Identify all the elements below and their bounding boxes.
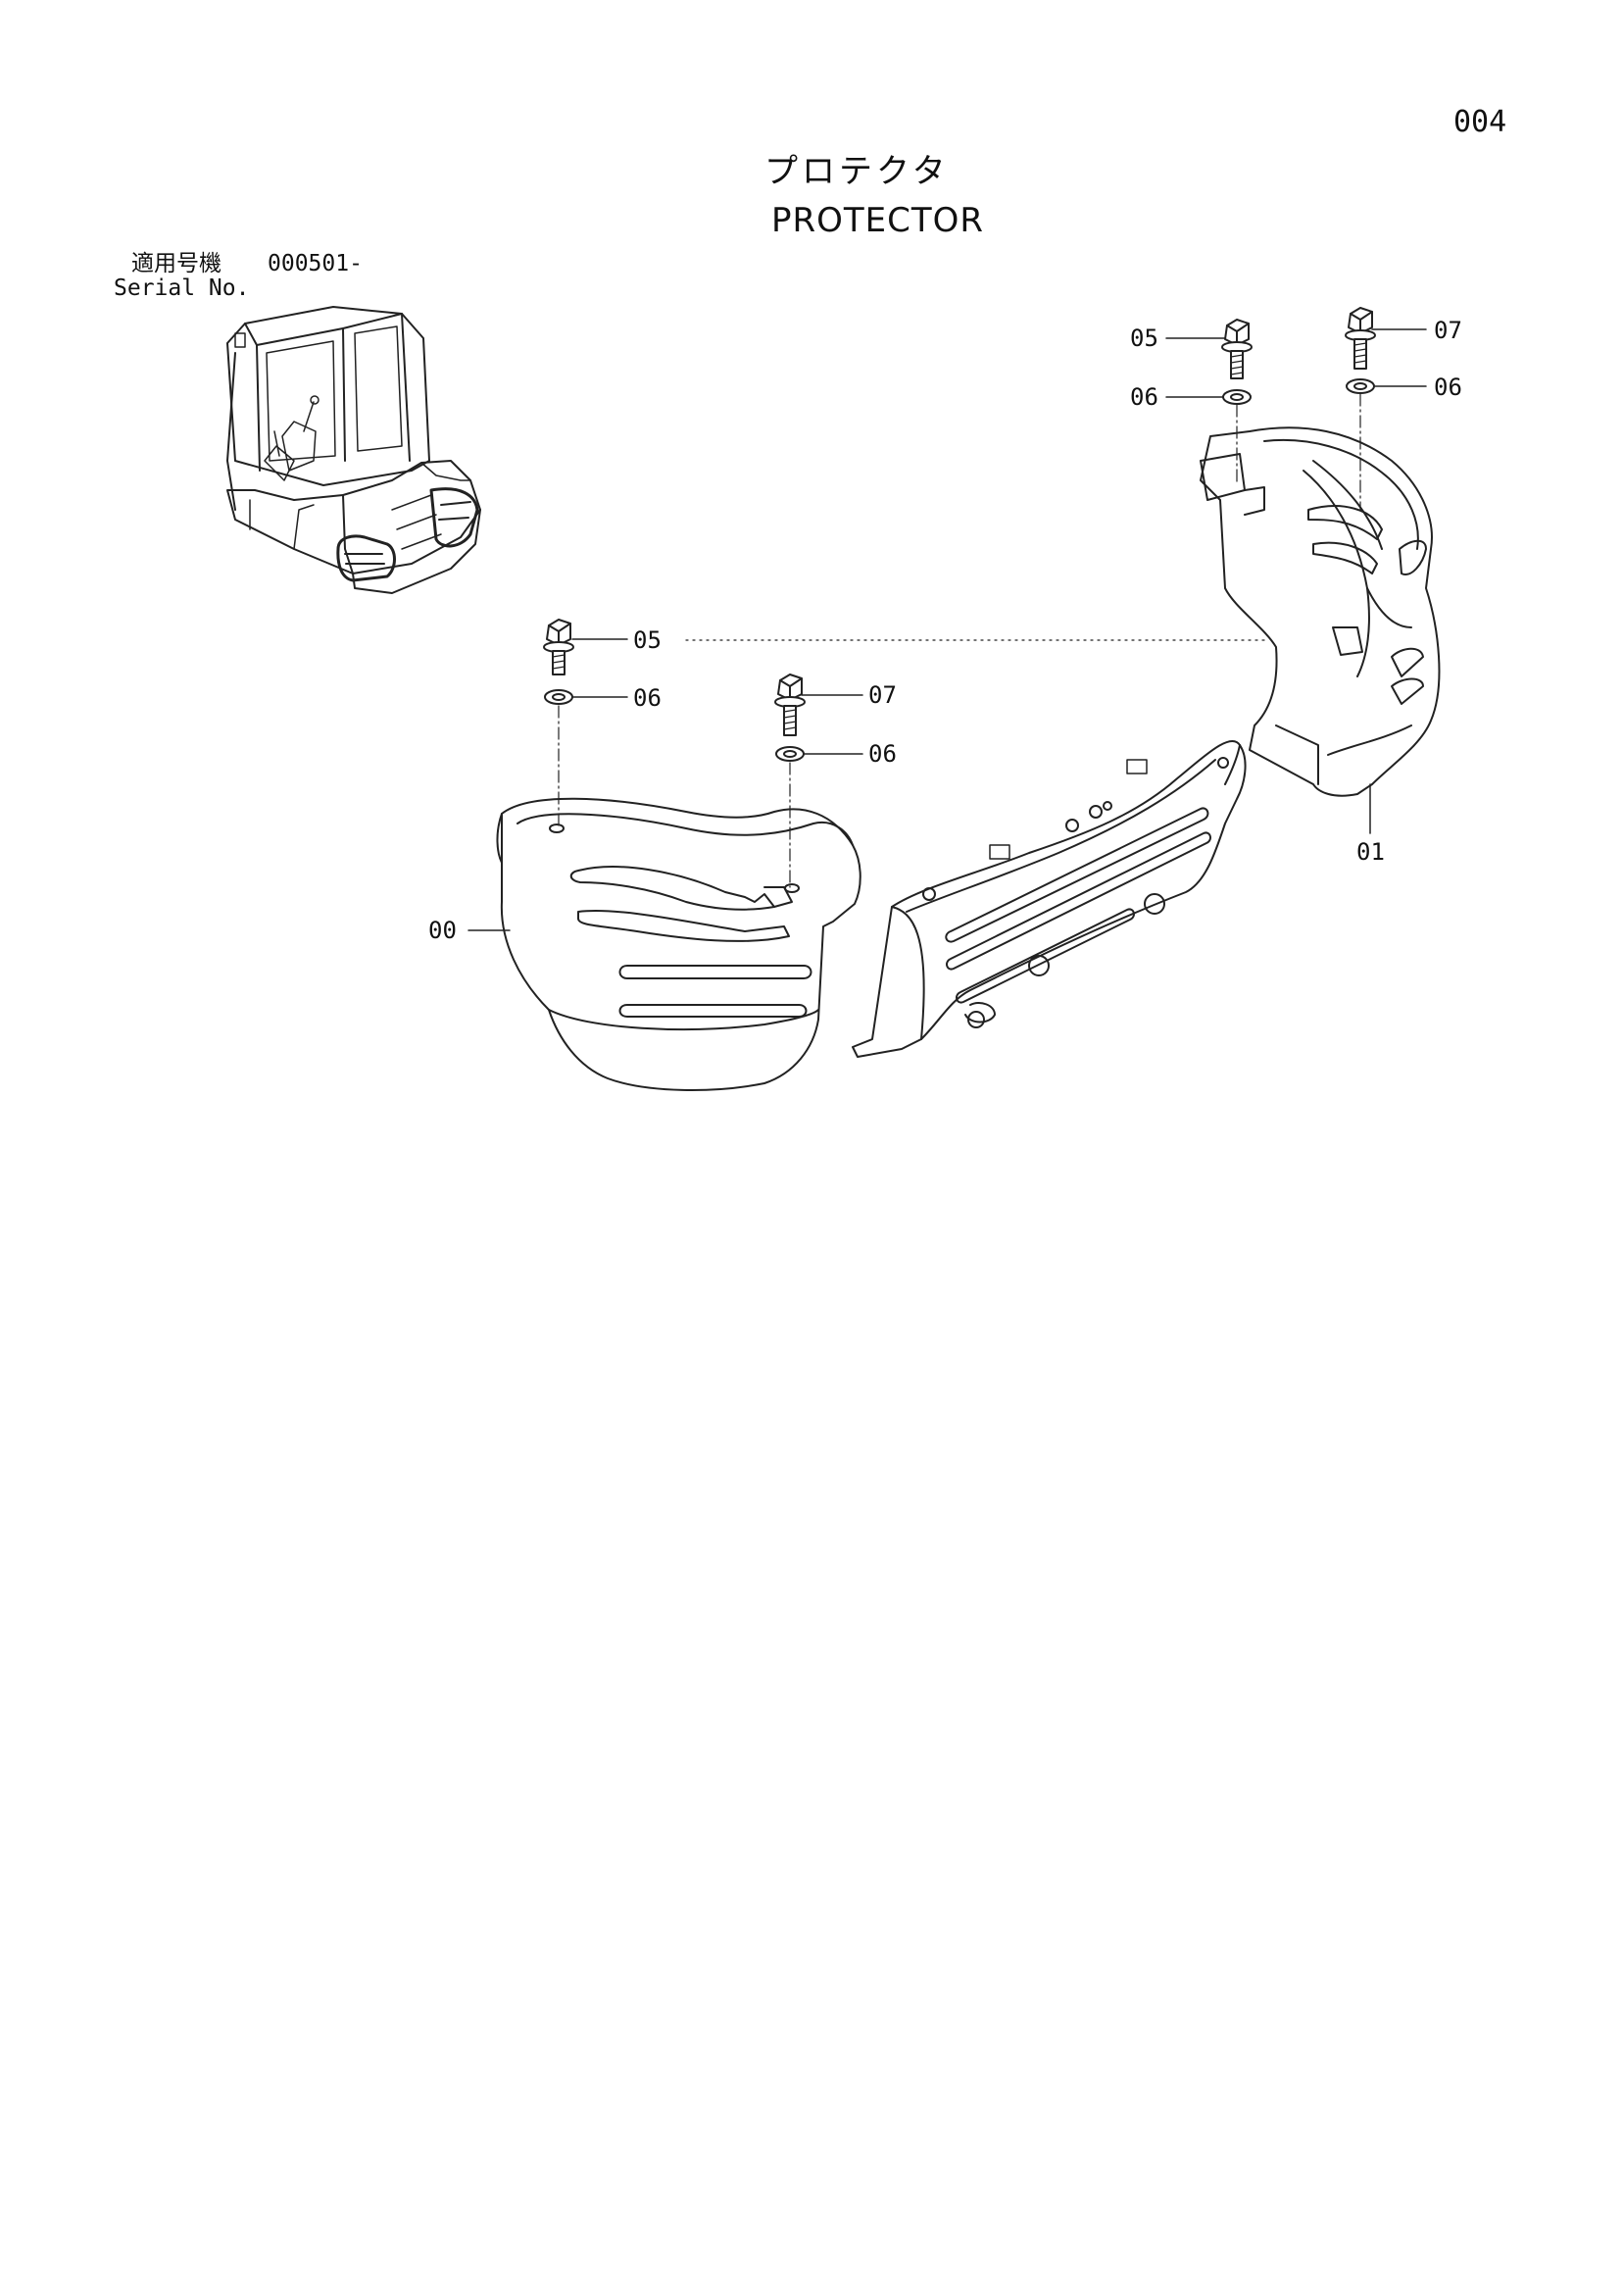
bolt-05-top-right	[1221, 319, 1253, 379]
leader-lines	[467, 328, 1427, 931]
bolt-07-top-right	[1345, 307, 1376, 370]
callout-05-left: 05	[633, 626, 662, 654]
bolt-07-middle	[774, 674, 806, 736]
callout-06-top-right-left: 06	[1130, 383, 1158, 411]
right-protector-cover-part-01	[1200, 426, 1441, 797]
callout-06-left: 06	[633, 684, 662, 712]
callout-00-left-cover: 00	[428, 917, 457, 944]
page-title-japanese: プロテクタ	[764, 152, 950, 191]
left-protector-cover-part-00	[496, 797, 861, 1091]
page-title: PROTECTOR	[771, 201, 985, 240]
excavator-overview-illustration	[226, 306, 481, 594]
washer-06-left	[544, 689, 573, 705]
callout-07-top-right: 07	[1434, 317, 1462, 344]
assembly-center-lines	[558, 393, 1361, 888]
callout-05-top-right: 05	[1130, 324, 1158, 352]
washer-06-top-right-left	[1222, 389, 1252, 405]
page-number: 004	[1453, 105, 1507, 139]
callout-06-middle: 06	[868, 740, 897, 768]
serial-number: 000501-	[268, 251, 363, 276]
serial-label-japanese: 適用号機	[131, 251, 221, 276]
callout-07-middle: 07	[868, 681, 897, 709]
serial-label: Serial No.	[114, 275, 250, 301]
callout-01-right-cover: 01	[1356, 838, 1385, 866]
bolt-05-left	[543, 619, 574, 675]
washer-06-top-right-right	[1346, 378, 1375, 394]
middle-protector-cover	[852, 739, 1247, 1058]
washer-06-middle	[775, 746, 805, 762]
callout-06-top-right-right: 06	[1434, 374, 1462, 401]
